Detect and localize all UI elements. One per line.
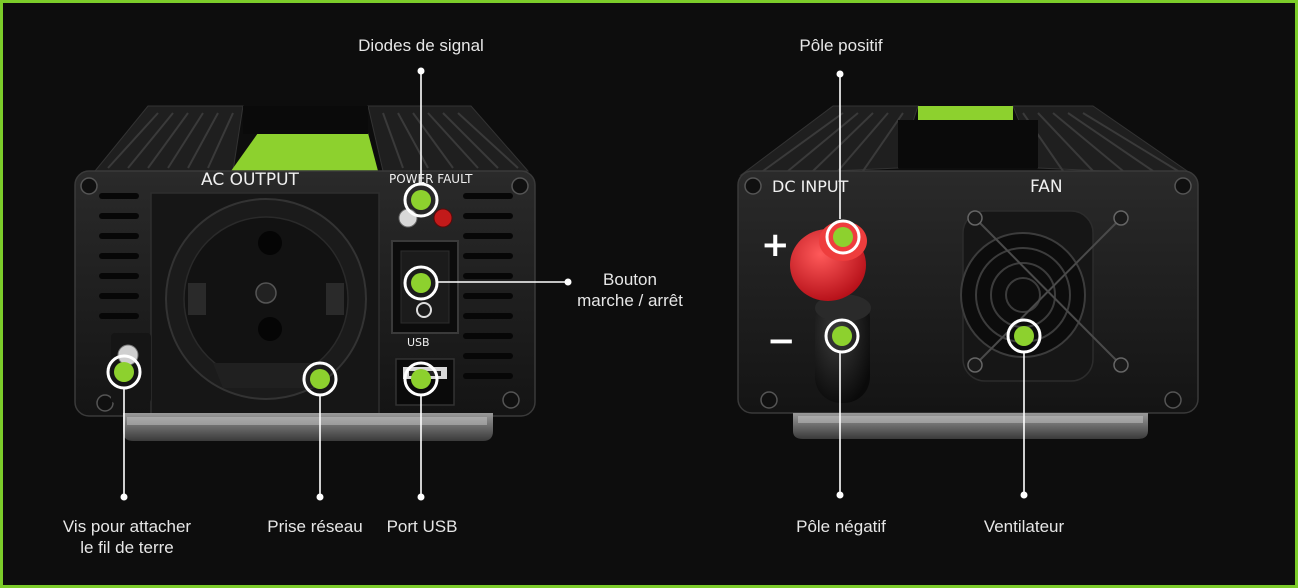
front-unit xyxy=(74,105,536,441)
socket-icon xyxy=(150,192,380,416)
label-socket: Prise réseau xyxy=(267,517,363,536)
label-power-button: Bouton marche / arrêt xyxy=(577,269,683,311)
frame: AC OUTPUT POWER FAULT USB DC INPUT FAN +… xyxy=(3,3,1295,585)
label-power-button-line2: marche / arrêt xyxy=(577,291,683,310)
hotspot-fan xyxy=(1006,318,1042,354)
hotspot-markers xyxy=(106,182,1042,397)
terminal-icon xyxy=(815,293,871,403)
fan-text: FAN xyxy=(1030,177,1063,197)
usb-text: USB xyxy=(407,336,430,349)
screw-icon xyxy=(744,177,1192,409)
hotspot-negative-pole xyxy=(824,318,860,354)
label-usb-port: Port USB xyxy=(386,517,458,536)
plus-symbol: + xyxy=(761,225,790,265)
label-ground-screw-line2: le fil de terre xyxy=(80,538,174,557)
hotspot-signal-diodes xyxy=(403,182,439,218)
hotspot-power-button xyxy=(403,265,439,301)
rear-unit xyxy=(737,105,1199,439)
callout-lines xyxy=(120,67,1028,501)
label-positive-pole: Pôle positif xyxy=(799,36,883,55)
minus-symbol: − xyxy=(767,321,796,361)
power-fault-text: POWER FAULT xyxy=(389,172,473,186)
label-ground-screw-line1: Vis pour attacher xyxy=(62,517,192,536)
screw-icon xyxy=(80,177,529,412)
label-ground-screw: Vis pour attacher le fil de terre xyxy=(63,516,191,558)
hotspot-usb-port xyxy=(403,361,439,397)
led-icon xyxy=(433,208,453,228)
hotspot-socket xyxy=(302,361,338,397)
product-illustration xyxy=(74,67,1199,501)
label-power-button-line1: Bouton xyxy=(603,270,657,289)
label-signal-diodes: Diodes de signal xyxy=(358,36,484,55)
ac-output-text: AC OUTPUT xyxy=(201,170,299,190)
hotspot-positive-pole xyxy=(825,219,861,255)
dc-input-text: DC INPUT xyxy=(772,177,849,196)
label-negative-pole: Pôle négatif xyxy=(796,517,886,536)
fan-icon xyxy=(960,210,1129,382)
label-fan: Ventilateur xyxy=(983,517,1065,536)
hotspot-ground-screw xyxy=(106,354,142,390)
